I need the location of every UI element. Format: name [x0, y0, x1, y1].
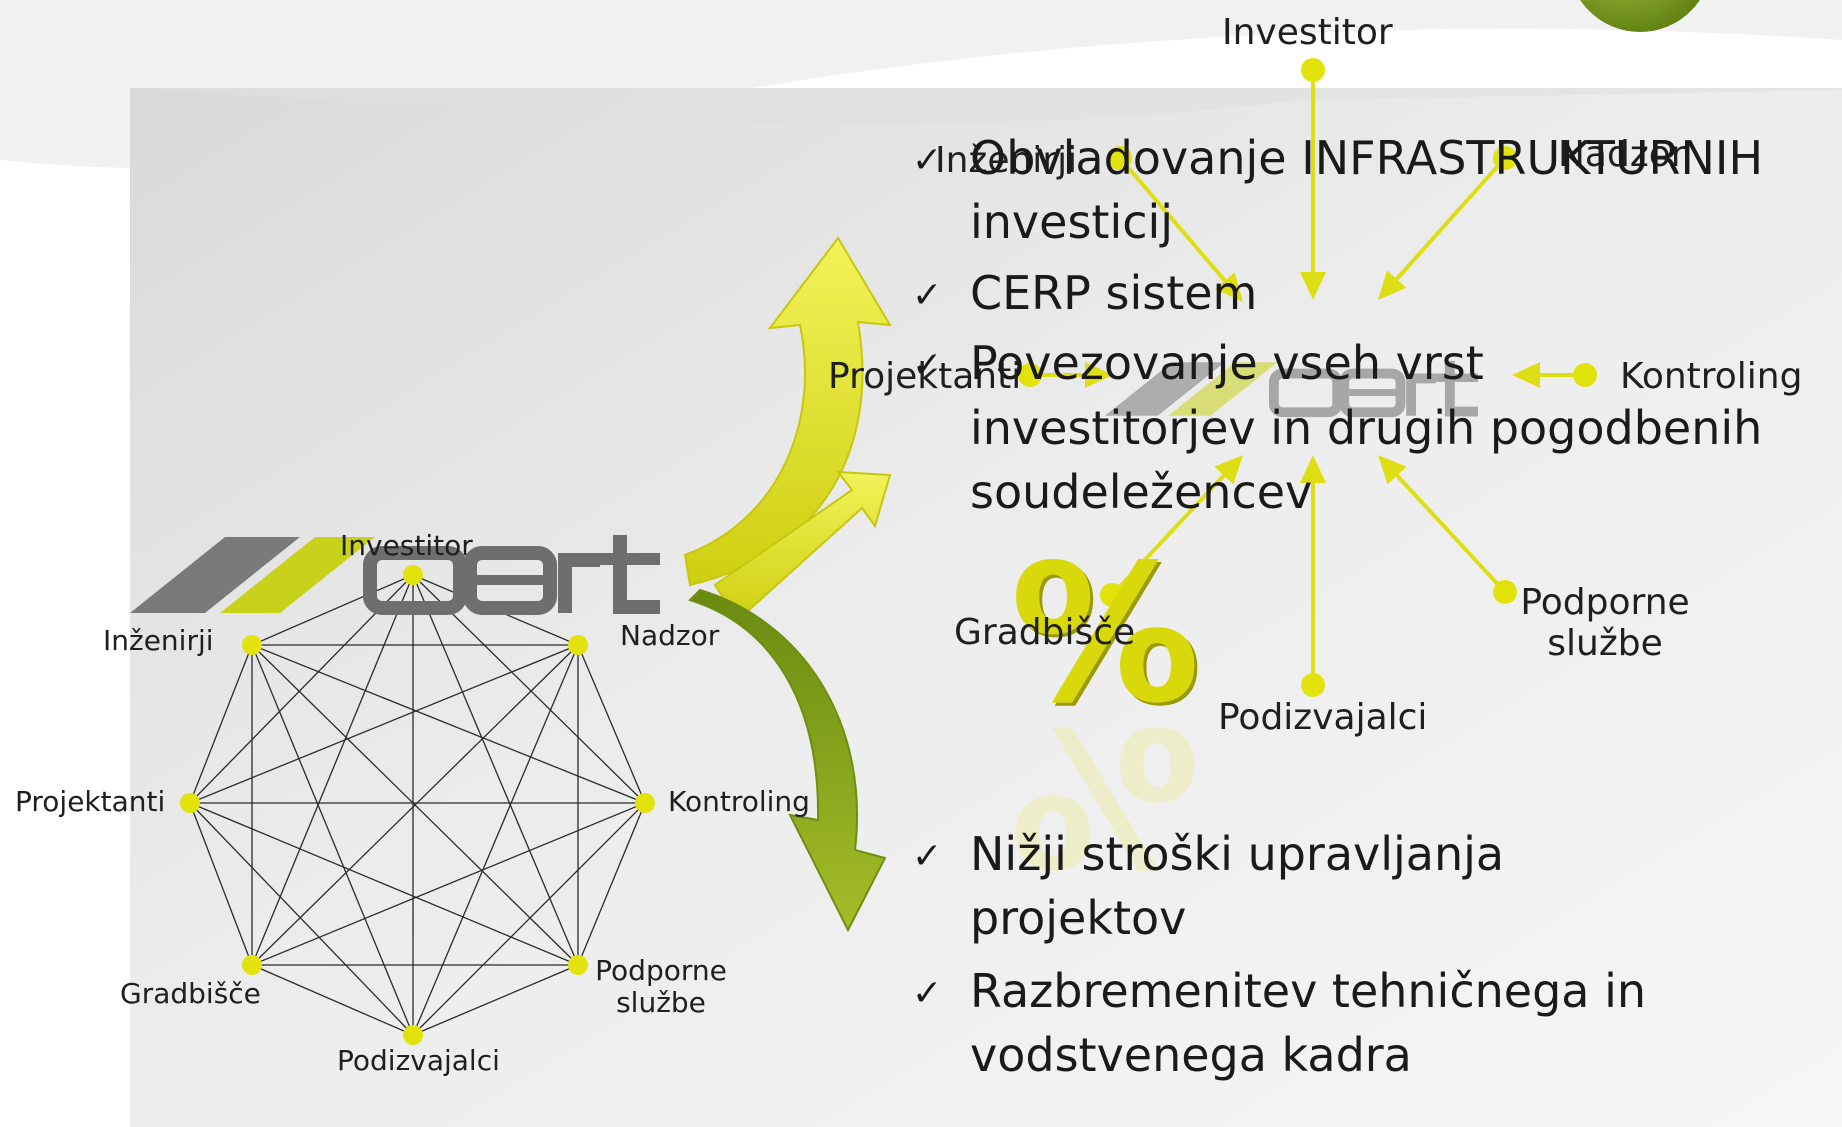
net-label-nadzor: Nadzor [620, 619, 720, 652]
network-node-dot-inzenirji [242, 635, 262, 655]
bullet-text: Nižji stroški upravljanja projektov [970, 827, 1505, 946]
hub-node-dot-podizvajalci [1301, 673, 1325, 697]
network-edge [251, 574, 414, 966]
bullet-item: ✓ Povezovanje vseh vrst investitorjev in… [912, 331, 1772, 524]
yellow-straight-arrow [713, 470, 892, 622]
hub-label-podizvajalci: Podizvajalci [1218, 697, 1428, 738]
network-edge [577, 644, 646, 804]
bullet-item: ✓ Razbremenitev tehničnega in vodstveneg… [912, 959, 1732, 1088]
net-label-projektanti: Projektanti [15, 785, 166, 818]
network-edge [251, 574, 414, 646]
net-label-kontroling: Kontroling [668, 785, 810, 818]
network-edge [251, 644, 646, 804]
network-edge [251, 644, 414, 1036]
check-icon: ✓ [912, 972, 943, 1014]
check-icon: ✓ [912, 836, 943, 877]
network-node-dot-nadzor [568, 635, 588, 655]
hub-arrowhead-investitor [1300, 272, 1326, 300]
hub-node-dot-inzenirji [1108, 146, 1132, 170]
bullet-item: ✓ Nižji stroški upravljanja projektov [912, 822, 1732, 951]
bullet-text: Razbremenitev tehničnega in vodstvenega … [970, 963, 1647, 1083]
hub-label-nadzor: Nadzor [1558, 134, 1686, 175]
hub-arrowhead-projektanti [1085, 362, 1113, 388]
hub-label-projektanti: Projektanti [828, 356, 1022, 397]
yellow-curved-arrow [683, 236, 892, 587]
hub-label-kontroling: Kontroling [1620, 356, 1803, 397]
hub-label-gradbisce: Gradbišče [954, 612, 1136, 653]
network-edge [412, 802, 646, 1036]
check-icon: ✓ [912, 345, 943, 387]
bullets-bottom: ✓ Nižji stroški upravljanja projektov ✓ … [912, 822, 1732, 1088]
network-edge [251, 964, 414, 1036]
hub-node-dot-podporne [1493, 580, 1517, 604]
hub-label-inzenirji: Inženirji [935, 140, 1078, 181]
bullet-text: Povezovanje vseh vrst investitorjev in d… [970, 336, 1763, 519]
hub-node-dot-nadzor [1493, 146, 1517, 170]
network-edge [189, 802, 253, 966]
hub-arrow-line-inzenirji [1118, 156, 1227, 283]
hub-label-podporne: Podporne službe [1520, 582, 1690, 665]
network-edge [251, 644, 579, 966]
network-edge [189, 802, 579, 966]
hub-arrowhead-gradbisce [1214, 455, 1243, 485]
network-edge [412, 964, 579, 1036]
network-edge [189, 644, 579, 804]
hub-label-investitor: Investitor [1222, 12, 1393, 53]
network-edge [189, 802, 414, 1036]
hub-node-dot-investitor [1301, 58, 1325, 82]
xpert-logo-hub [1105, 342, 1485, 422]
hub-arrowhead-nadzor [1378, 270, 1407, 300]
network-edge [189, 644, 253, 804]
xpert-logo-left [130, 515, 670, 615]
network-edge [251, 802, 646, 966]
bullet-text: CERP sistem [970, 265, 1258, 320]
check-icon: ✓ [912, 140, 943, 181]
hub-arrowhead-inzenirji [1214, 272, 1243, 302]
net-label-inzenirji: Inženirji [103, 624, 214, 657]
bullet-text: Obvladovanje INFRASTRUKTURNIH investicij [970, 131, 1764, 250]
network-node-dot-podporne [568, 955, 588, 975]
check-icon: ✓ [912, 274, 943, 316]
network-node-dot-podizvajalci [403, 1025, 423, 1045]
hub-node-dot-kontroling [1573, 363, 1597, 387]
net-label-podizvajalci: Podizvajalci [337, 1044, 500, 1077]
hub-arrow-line-nadzor [1395, 156, 1507, 281]
network-node-dot-investitor [403, 565, 423, 585]
hub-arrowhead-podizvajalci [1300, 455, 1326, 483]
hub-arrowhead-kontroling [1512, 362, 1540, 388]
bullet-item: ✓ Obvladovanje INFRASTRUKTURNIH investic… [912, 126, 1772, 255]
percent-symbol: % [1010, 524, 1201, 745]
hub-arrowhead-podporne [1378, 455, 1407, 485]
network-edge [577, 802, 646, 966]
olive-curved-arrow [688, 588, 887, 933]
network-edge [412, 644, 579, 1036]
network-node-dot-kontroling [635, 793, 655, 813]
network-node-dot-projektanti [180, 793, 200, 813]
bullet-item: ✓ CERP sistem [912, 261, 1772, 325]
net-label-podporne: Podporne službe [595, 954, 727, 1020]
hub-node-dot-gradbisce [1100, 583, 1124, 607]
network-edge [412, 574, 579, 966]
bullets-top: ✓ Obvladovanje INFRASTRUKTURNIH investic… [912, 126, 1772, 524]
hub-node-dot-projektanti [1018, 363, 1042, 387]
hub-arrow-line-gradbisce [1110, 474, 1226, 597]
hub-arrow-line-podporne [1395, 474, 1507, 594]
net-label-gradbisce: Gradbišče [120, 977, 261, 1010]
network-node-dot-gradbisce [242, 955, 262, 975]
net-label-investitor: Investitor [340, 529, 473, 562]
